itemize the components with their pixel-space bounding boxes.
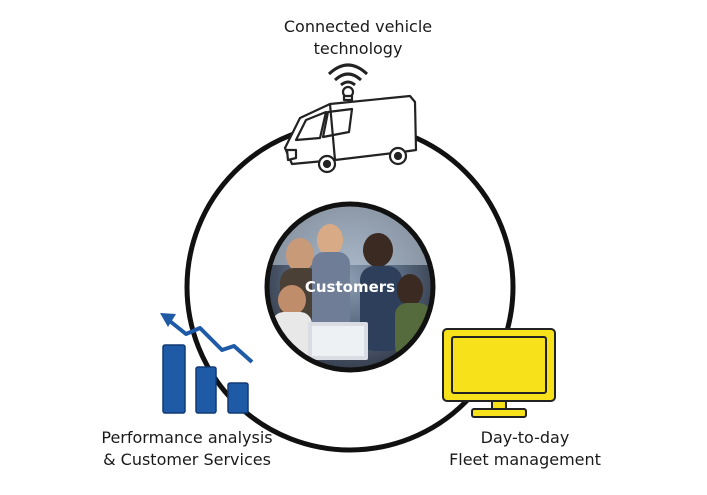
label-top-line1: Connected vehicle (283, 17, 433, 36)
connected-van-icon (283, 63, 418, 174)
label-fleet-management: Day-to-day Fleet management (425, 427, 625, 471)
label-top-line2: technology (313, 39, 403, 58)
label-left-line2: & Customer Services (103, 450, 271, 469)
monitor-icon (442, 328, 556, 418)
label-connected-vehicle: Connected vehicle technology (248, 16, 468, 60)
label-performance-analysis: Performance analysis & Customer Services (72, 427, 302, 471)
label-right-line2: Fleet management (449, 450, 601, 469)
label-right-line1: Day-to-day (480, 428, 570, 447)
label-left-line1: Performance analysis (101, 428, 273, 447)
center-label: Customers (305, 278, 395, 296)
declining-bar-chart-icon (160, 313, 254, 414)
